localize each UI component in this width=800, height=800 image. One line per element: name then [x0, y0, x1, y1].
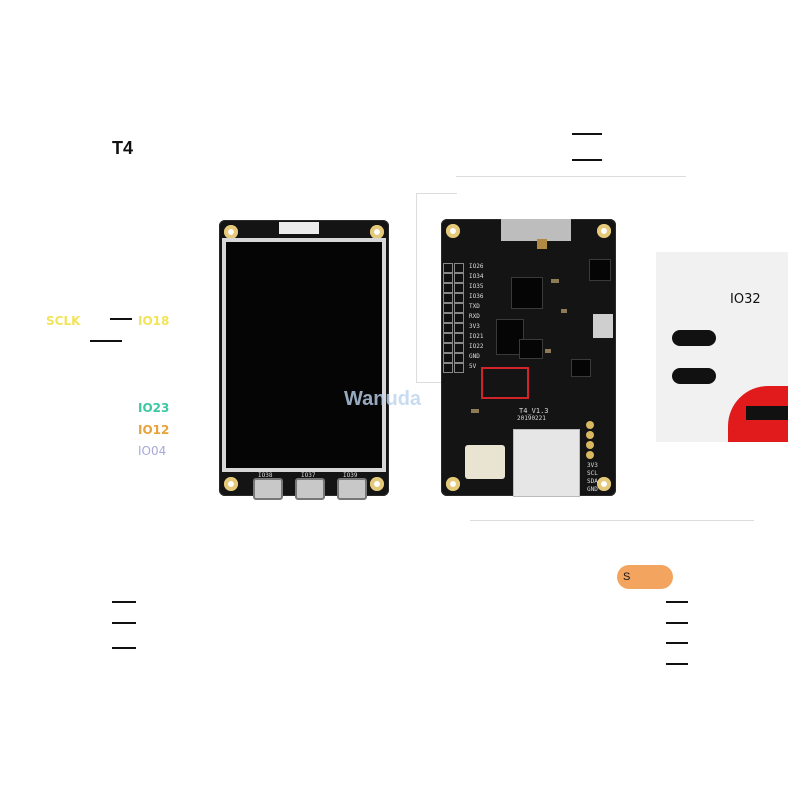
wire-black [746, 406, 788, 420]
bottom-label: SCL [587, 470, 598, 477]
pad [586, 451, 594, 459]
button-io38[interactable] [253, 478, 283, 500]
component [471, 409, 479, 413]
header-label: IO26 [469, 263, 484, 270]
mount-hole [224, 477, 238, 491]
mount-hole [446, 224, 460, 238]
pin-label-io23: IO23 [138, 401, 170, 415]
wire-black [672, 368, 716, 384]
pin-header [443, 263, 465, 373]
usb-port[interactable] [593, 314, 613, 338]
leader-line [666, 622, 688, 624]
chip [519, 339, 543, 359]
mount-hole [446, 477, 460, 491]
chip [589, 259, 611, 281]
fpc-connector [501, 219, 571, 241]
button-label-io39: IO39 [343, 472, 358, 479]
mount-hole [597, 224, 611, 238]
mount-hole [370, 225, 384, 239]
component [551, 279, 559, 283]
leader-line [666, 601, 688, 603]
button-io37[interactable] [295, 478, 325, 500]
display-board: IO38 IO37 IO39 [219, 220, 389, 500]
pad [586, 441, 594, 449]
version-label: T4_V1.3 [519, 407, 549, 415]
pin-label-io18: IO18 [138, 314, 170, 328]
mount-hole [224, 225, 238, 239]
watermark: Wanuda [344, 388, 422, 410]
leader-line [666, 642, 688, 644]
pad [586, 421, 594, 429]
pad [586, 431, 594, 439]
frame-outline [456, 176, 686, 177]
page-title: T4 [112, 138, 134, 158]
component [537, 239, 547, 249]
pin-label-io32: IO32 [730, 292, 761, 307]
component [561, 309, 567, 313]
lcd-connector [279, 222, 319, 234]
header-label: 5V [469, 363, 477, 370]
header-label: IO22 [469, 343, 484, 350]
header-label: 3V3 [469, 323, 480, 330]
button-label-io37: IO37 [301, 472, 316, 479]
mount-hole [597, 477, 611, 491]
frame-outline [416, 193, 457, 383]
leader-line [110, 318, 132, 320]
component [545, 349, 551, 353]
bottom-label: GND [587, 486, 598, 493]
header-label: RXD [469, 313, 480, 320]
date-label: 20190221 [517, 415, 546, 422]
leader-line [112, 647, 136, 649]
button-io39[interactable] [337, 478, 367, 500]
leader-line [112, 622, 136, 624]
frame-outline [470, 520, 754, 521]
orange-badge: S [617, 565, 673, 589]
leader-line [572, 133, 602, 135]
header-label: TXD [469, 303, 480, 310]
chip [571, 359, 591, 377]
button-label-io38: IO38 [258, 472, 273, 479]
pin-label-sclk: SCLK [46, 314, 81, 328]
pin-label-io12: IO12 [138, 423, 170, 437]
bottom-label: 3V3 [587, 462, 598, 469]
header-label: IO35 [469, 283, 484, 290]
sd-card-slot[interactable] [513, 429, 580, 497]
mount-hole [370, 477, 384, 491]
bottom-label: SDA [587, 478, 598, 485]
leader-line [112, 601, 136, 603]
pin-label-io04: IO04 [138, 444, 167, 458]
header-label: IO36 [469, 293, 484, 300]
header-label: IO21 [469, 333, 484, 340]
leader-line [666, 663, 688, 665]
leader-line [90, 340, 122, 342]
leader-line [572, 159, 602, 161]
main-chip [511, 277, 543, 309]
battery-connector [465, 445, 505, 479]
wire-black [672, 330, 716, 346]
highlight-box [481, 367, 529, 399]
header-label: GND [469, 353, 480, 360]
main-board: IO26 IO34 IO35 IO36 TXD RXD 3V3 IO21 IO2… [441, 219, 616, 497]
cable-photo [656, 252, 788, 442]
lcd-screen [226, 242, 382, 468]
header-label: IO34 [469, 273, 484, 280]
